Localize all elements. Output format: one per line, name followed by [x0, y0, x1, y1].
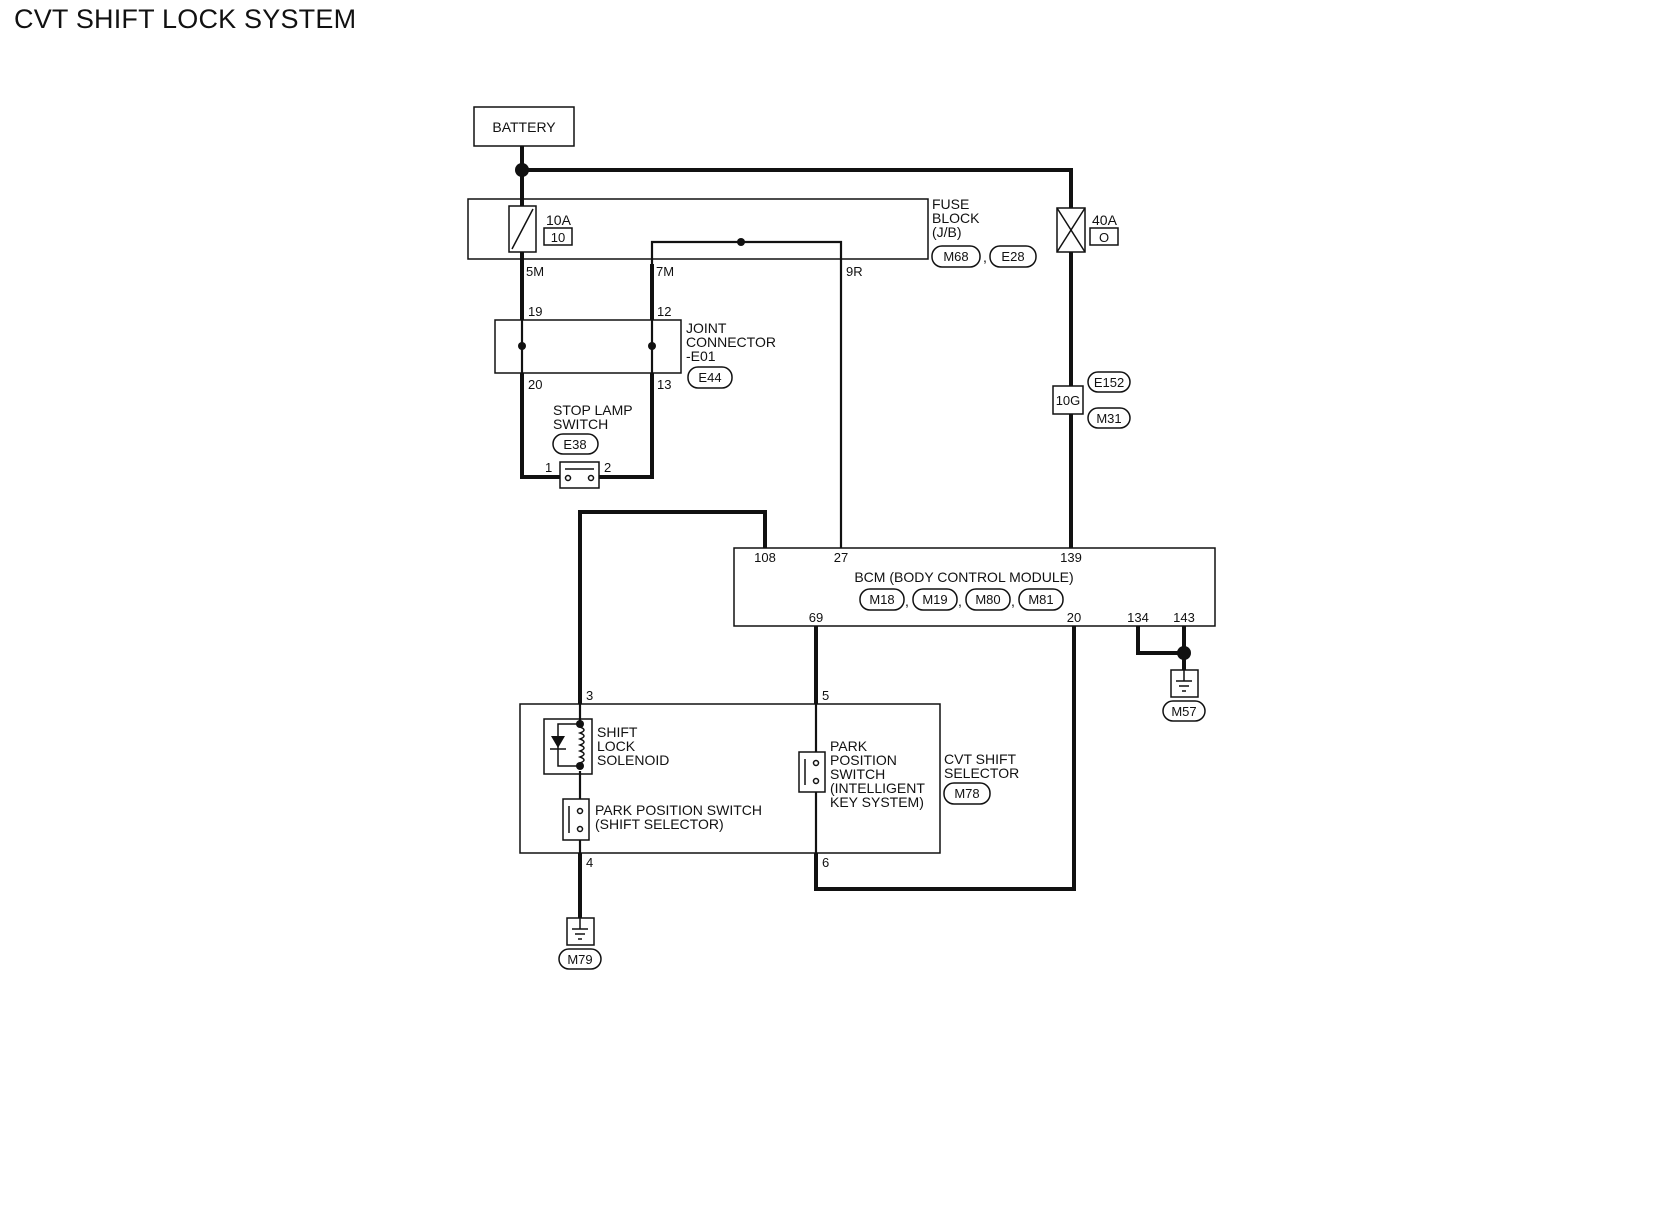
connector-e152: E152 — [1094, 375, 1124, 390]
ground-m79: M79 — [558, 917, 602, 970]
bcm-separator-1: , — [905, 593, 909, 609]
bcm-separator-3: , — [1011, 593, 1015, 609]
park-position-switch-intelligent-key — [798, 751, 826, 793]
stop-lamp-label-2: SWITCH — [553, 416, 608, 432]
park-position-switch-selector — [562, 798, 590, 841]
park-switch-ik-label-4: (INTELLIGENT — [830, 780, 925, 796]
harness-connector-10g: 10G E152 M31 — [1052, 371, 1131, 429]
splice-jc-12-13 — [648, 342, 656, 350]
fusible-link-number: O — [1099, 230, 1109, 245]
connector-e38: E38 — [563, 437, 586, 452]
connector-m19: M19 — [922, 592, 947, 607]
connector-e28: E28 — [1001, 249, 1024, 264]
fuse-block: 10A 10 FUSE BLOCK (J/B) M68 , E28 5M 7M … — [467, 196, 1037, 279]
bcm: 108 27 139 BCM (BODY CONTROL MODULE) M18… — [733, 547, 1216, 627]
selector-pin-6: 6 — [822, 855, 829, 870]
diode-icon — [551, 736, 565, 748]
terminal-9r: 9R — [846, 264, 863, 279]
park-switch-ik-label-5: KEY SYSTEM) — [830, 794, 924, 810]
bcm-pin-20: 20 — [1067, 610, 1081, 625]
wire-battery-to-40a — [522, 168, 1073, 208]
fuse-block-label-1: FUSE — [932, 196, 969, 212]
connector-m31: M31 — [1096, 411, 1121, 426]
wire-20-stop-lamp — [520, 373, 560, 479]
shift-lock-solenoid — [543, 718, 593, 775]
solenoid-label-3: SOLENOID — [597, 752, 669, 768]
bcm-pin-108: 108 — [754, 550, 776, 565]
fuse-10a-symbol — [508, 205, 537, 253]
fuse-block-label-2: BLOCK — [932, 210, 980, 226]
bcm-label: BCM (BODY CONTROL MODULE) — [854, 569, 1073, 585]
jc-pin-12: 12 — [657, 304, 671, 319]
bcm-separator-2: , — [958, 593, 962, 609]
splice-jb-internal — [737, 238, 745, 246]
harness-terminal-10g: 10G — [1056, 393, 1081, 408]
connector-m79: M79 — [567, 952, 592, 967]
bcm-pin-69: 69 — [809, 610, 823, 625]
wire-bcm108-pin3 — [578, 510, 767, 704]
connector-m57: M57 — [1171, 704, 1196, 719]
wire-bcm20-pin6 — [814, 626, 1076, 891]
selector-label-1: CVT SHIFT — [944, 751, 1017, 767]
solenoid-label-1: SHIFT — [597, 724, 638, 740]
jc-label-3: -E01 — [686, 348, 716, 364]
fusible-link-rating: 40A — [1092, 212, 1118, 228]
stop-lamp-switch: STOP LAMP SWITCH E38 1 2 — [545, 402, 633, 489]
joint-connector: 19 12 20 13 JOINT CONNECTOR -E01 E44 — [494, 304, 776, 392]
fuse-number: 10 — [551, 230, 565, 245]
jc-pin-20: 20 — [528, 377, 542, 392]
battery-label: BATTERY — [492, 119, 556, 135]
solenoid-label-2: LOCK — [597, 738, 636, 754]
page-title: CVT SHIFT LOCK SYSTEM — [14, 4, 357, 34]
selector-label-2: SELECTOR — [944, 765, 1019, 781]
splices — [515, 163, 1191, 660]
jc-label-2: CONNECTOR — [686, 334, 776, 350]
wire-13-stop-lamp — [599, 373, 654, 479]
park-switch-ik-label-2: POSITION — [830, 752, 897, 768]
stop-lamp-switch-symbol — [559, 461, 600, 489]
splice-jc-19-20 — [518, 342, 526, 350]
ground-m57: M57 — [1162, 669, 1206, 722]
stop-lamp-pin-1: 1 — [545, 460, 552, 475]
jc-label-1: JOINT — [686, 320, 727, 336]
wire-jb-internal — [650, 240, 843, 264]
stop-lamp-pin-2: 2 — [604, 460, 611, 475]
park-switch-ik-label-3: SWITCH — [830, 766, 885, 782]
park-switch-selector-label-2: (SHIFT SELECTOR) — [595, 816, 724, 832]
park-switch-selector-label-1: PARK POSITION SWITCH — [595, 802, 762, 818]
jc-pin-19: 19 — [528, 304, 542, 319]
selector-pin-3: 3 — [586, 688, 593, 703]
bcm-pin-139: 139 — [1060, 550, 1082, 565]
coil-icon — [577, 726, 585, 764]
connector-separator: , — [983, 249, 987, 265]
terminal-5m: 5M — [526, 264, 544, 279]
connector-e44: E44 — [698, 370, 721, 385]
bcm-pin-143: 143 — [1173, 610, 1195, 625]
fuse-rating: 10A — [546, 212, 572, 228]
fuse-block-label-3: (J/B) — [932, 224, 962, 240]
bcm-pin-27: 27 — [834, 550, 848, 565]
park-switch-ik-label-1: PARK — [830, 738, 868, 754]
connector-m78: M78 — [954, 786, 979, 801]
stop-lamp-label-1: STOP LAMP — [553, 402, 633, 418]
connector-m68: M68 — [943, 249, 968, 264]
connector-m18: M18 — [869, 592, 894, 607]
jc-pin-13: 13 — [657, 377, 671, 392]
battery: BATTERY — [473, 106, 575, 147]
connector-m81: M81 — [1028, 592, 1053, 607]
splice-battery — [515, 163, 529, 177]
fusible-link-40a: 40A O — [1056, 207, 1119, 253]
wire-bcm134-ground — [1136, 626, 1184, 655]
connector-m80: M80 — [975, 592, 1000, 607]
splice-bcm-ground — [1177, 646, 1191, 660]
terminal-7m: 7M — [656, 264, 674, 279]
cvt-shift-selector: 3 5 4 6 SHIFT LOCK SOLENOID PARK POSITIO… — [519, 688, 1019, 870]
selector-pin-5: 5 — [822, 688, 829, 703]
selector-pin-4: 4 — [586, 855, 593, 870]
bcm-pin-134: 134 — [1127, 610, 1149, 625]
